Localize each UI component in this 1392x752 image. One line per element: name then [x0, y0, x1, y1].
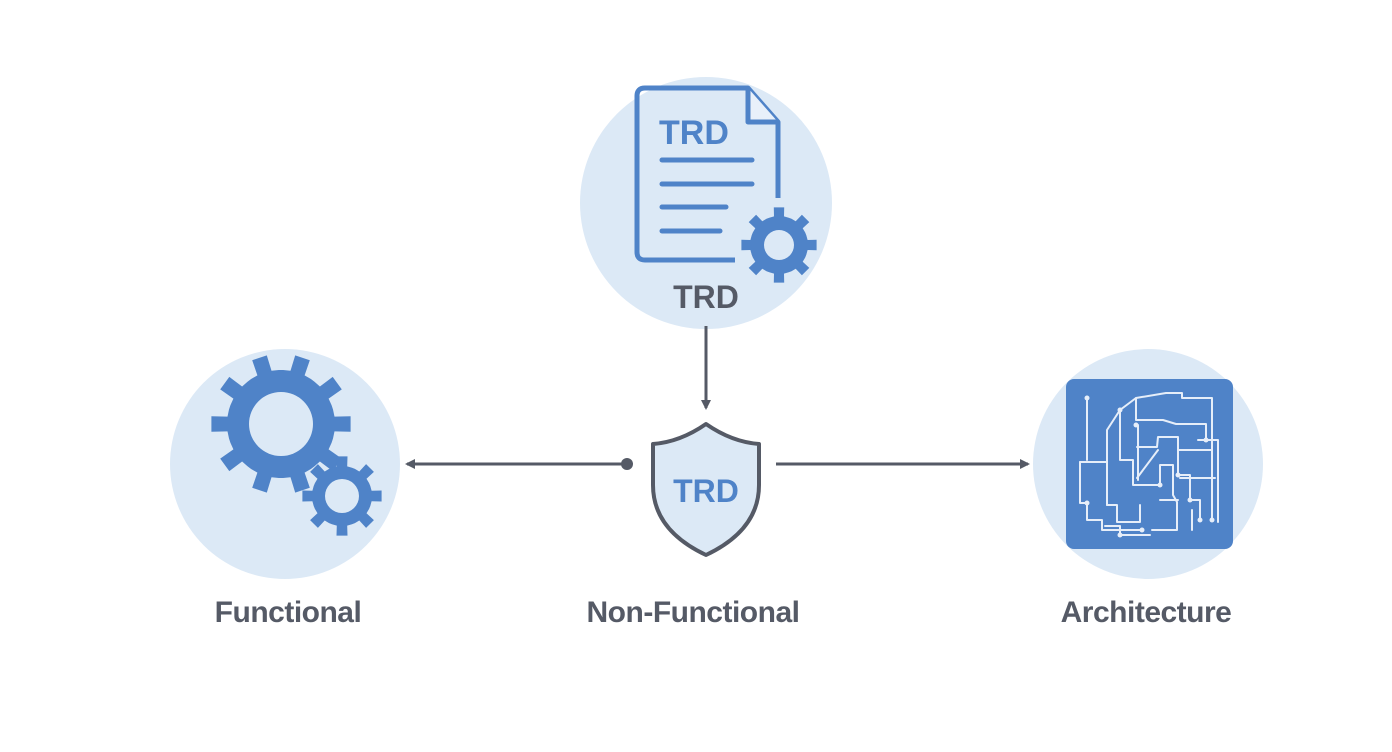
shield-icon: TRD [651, 422, 761, 557]
shield-text: TRD [673, 473, 739, 509]
document-gear-icon: TRD [634, 85, 817, 283]
gear-hole [325, 479, 359, 513]
top-node-label: TRD [673, 279, 739, 315]
circuit-board-icon [1066, 379, 1233, 549]
left-node-label: Functional [214, 596, 362, 629]
right-node-label: Architecture [1060, 596, 1232, 629]
small-gear-icon [302, 456, 382, 536]
gears-icon [211, 355, 382, 536]
gear-hole [249, 392, 313, 456]
gear-icon [741, 207, 817, 283]
large-gear-icon [211, 355, 351, 493]
center-node-label: Non-Functional [586, 596, 800, 629]
gear-hole [764, 230, 794, 260]
document-heading: TRD [659, 114, 729, 152]
